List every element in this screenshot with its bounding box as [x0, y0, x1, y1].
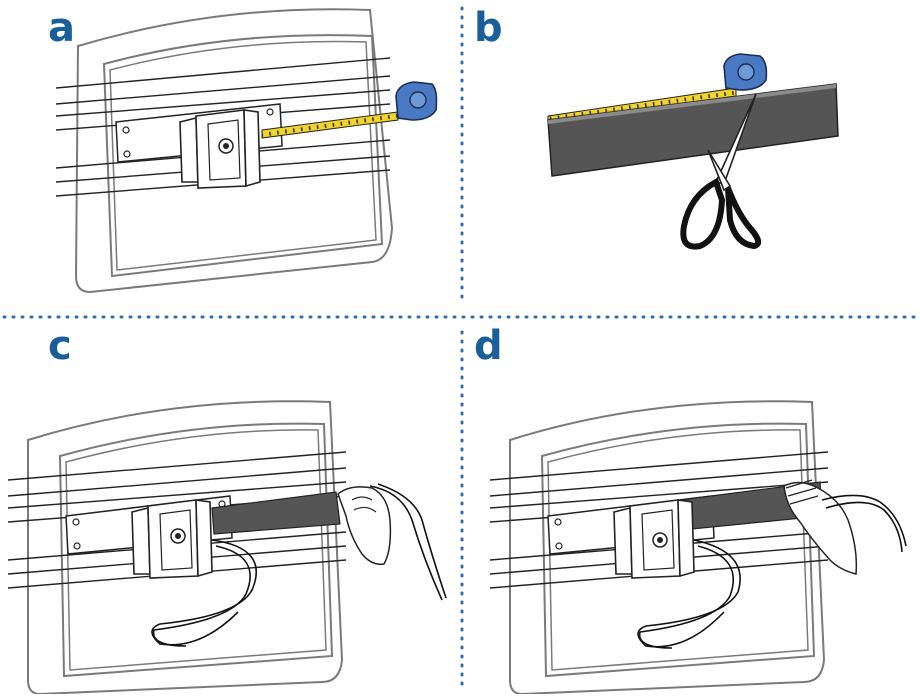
step-label-b: b — [474, 5, 503, 51]
panel-d-illustration — [489, 400, 907, 696]
step-label-a: a — [48, 5, 75, 51]
step-label-d: d — [474, 323, 503, 369]
panel-c-illustration — [7, 400, 447, 696]
step-label-c: c — [48, 323, 72, 369]
panel-b-illustration — [547, 53, 839, 250]
panel-a-illustration — [55, 8, 438, 294]
